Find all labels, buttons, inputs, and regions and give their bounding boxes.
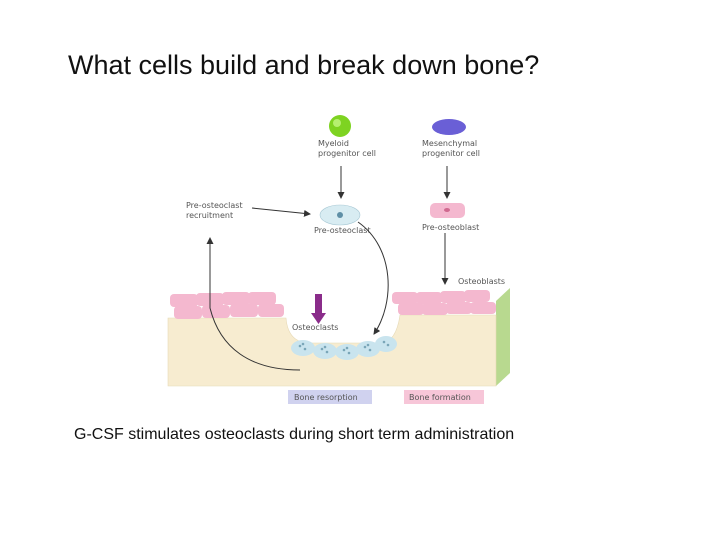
pre-osteoclast-to-osteoclast-arrow bbox=[357, 221, 389, 335]
mesenchymal-label-2: progenitor cell bbox=[422, 149, 480, 158]
myeloid-progenitor-cell bbox=[329, 115, 351, 137]
bone-remodeling-diagram: Myeloid progenitor cell Mesenchymal prog… bbox=[167, 115, 510, 404]
osteoblasts-left bbox=[170, 292, 284, 319]
bone-formation-label: Bone formation bbox=[409, 393, 471, 402]
pre-osteoblast-label: Pre-osteoblast bbox=[422, 223, 479, 232]
pre-osteoblast-nucleus bbox=[444, 208, 450, 212]
recruitment-arrow bbox=[251, 207, 311, 217]
recruitment-label-1: Pre-osteoclast bbox=[186, 201, 243, 210]
bone-formation-box bbox=[404, 390, 484, 404]
myeloid-highlight bbox=[333, 119, 341, 127]
myeloid-label-1: Myeloid bbox=[318, 139, 349, 148]
highlight-down-arrow bbox=[311, 294, 326, 324]
myeloid-label-2: progenitor cell bbox=[318, 149, 376, 158]
osteoclasts bbox=[291, 336, 397, 360]
osteoclasts-label: Osteoclasts bbox=[292, 323, 338, 332]
bone-resorption-box bbox=[288, 390, 372, 404]
slide-caption: G-CSF stimulates osteoclasts during shor… bbox=[74, 426, 515, 443]
bone-side bbox=[496, 288, 510, 386]
pre-osteoclast-nucleus bbox=[337, 212, 343, 218]
bone-resorption-label: Bone resorption bbox=[294, 393, 358, 402]
pre-osteoclast-label: Pre-osteoclast bbox=[314, 226, 371, 235]
osteoblasts-label: Osteoblasts bbox=[458, 277, 505, 286]
recruitment-loop-arrow bbox=[206, 237, 301, 371]
mesenchymal-progenitor-cell bbox=[432, 119, 466, 135]
recruitment-label-2: recruitment bbox=[186, 211, 233, 220]
slide-title: What cells build and break down bone? bbox=[68, 50, 540, 80]
osteoblasts-right bbox=[392, 290, 496, 315]
mesenchymal-label-1: Mesenchymal bbox=[422, 139, 477, 148]
